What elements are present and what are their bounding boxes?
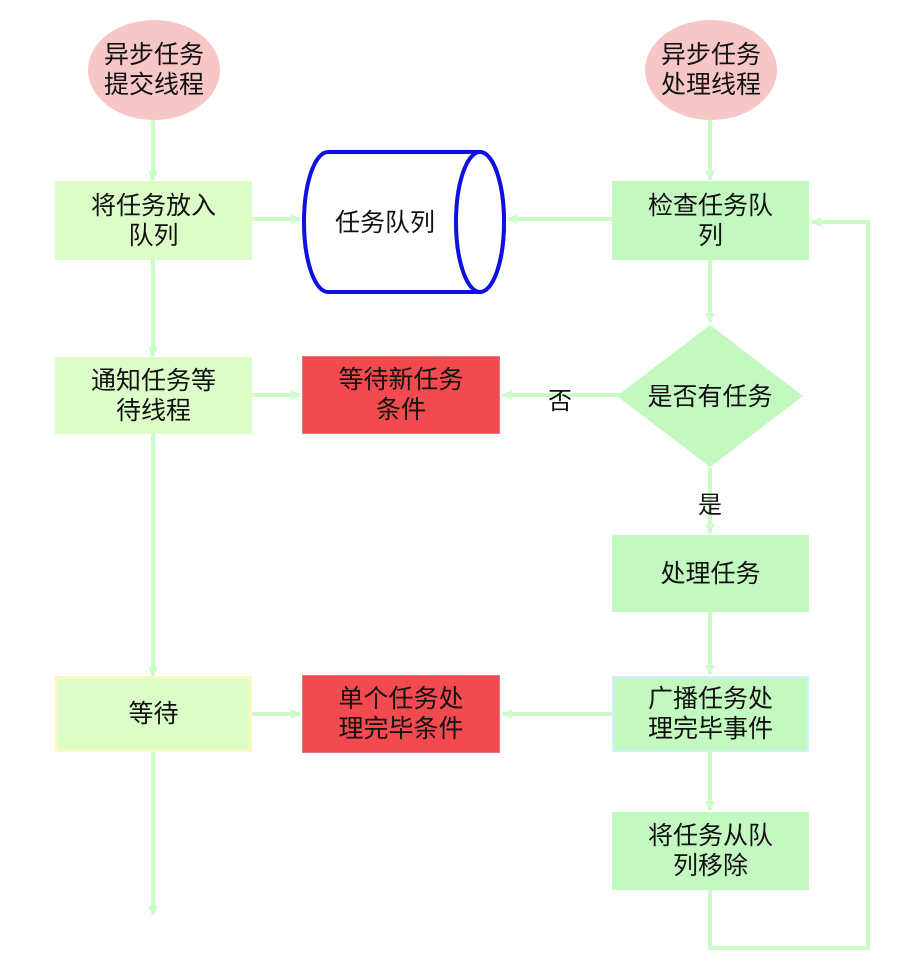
single-task-done-condition-label: 单个任务处理完毕条件 <box>338 684 464 743</box>
notify-waiting-node: 通知任务等待线程 <box>55 357 252 434</box>
put-in-queue-label: 将任务放入队列 <box>90 190 216 250</box>
broadcast-done-event-label: 广播任务处理完毕事件 <box>647 684 773 743</box>
process-task-label: 处理任务 <box>660 558 761 588</box>
remove-from-queue-node: 将任务从队列移除 <box>612 812 809 890</box>
wait-label: 等待 <box>128 699 179 728</box>
edge-label-no: 否 <box>548 387 572 415</box>
remove-from-queue-label: 将任务从队列移除 <box>647 821 773 880</box>
wait-new-task-condition-label: 等待新任务条件 <box>338 365 464 424</box>
edge-label-yes: 是 <box>698 491 722 519</box>
broadcast-done-event-node: 广播任务处理完毕事件 <box>612 676 809 752</box>
submit-thread-label: 异步任务提交线程 <box>103 40 204 99</box>
task-queue-cylinder: 任务队列 <box>302 150 506 294</box>
submit-thread-node: 异步任务提交线程 <box>88 20 220 120</box>
has-task-decision-label: 是否有任务 <box>647 382 772 411</box>
process-thread-label: 异步任务处理线程 <box>660 40 761 99</box>
check-queue-label: 检查任务队列 <box>647 190 773 250</box>
task-queue-label: 任务队列 <box>335 208 435 237</box>
wait-new-task-condition-node: 等待新任务条件 <box>303 357 499 433</box>
put-in-queue-node: 将任务放入队列 <box>55 181 252 260</box>
check-queue-node: 检查任务队列 <box>612 181 809 260</box>
process-task-node: 处理任务 <box>612 535 809 612</box>
has-task-decision: 是否有任务 <box>617 325 803 467</box>
arrow-remove-loop-back <box>708 217 870 950</box>
process-thread-node: 异步任务处理线程 <box>645 20 777 120</box>
wait-node: 等待 <box>55 676 252 752</box>
notify-waiting-label: 通知任务等待线程 <box>90 365 216 425</box>
single-task-done-condition-node: 单个任务处理完毕条件 <box>303 676 499 752</box>
